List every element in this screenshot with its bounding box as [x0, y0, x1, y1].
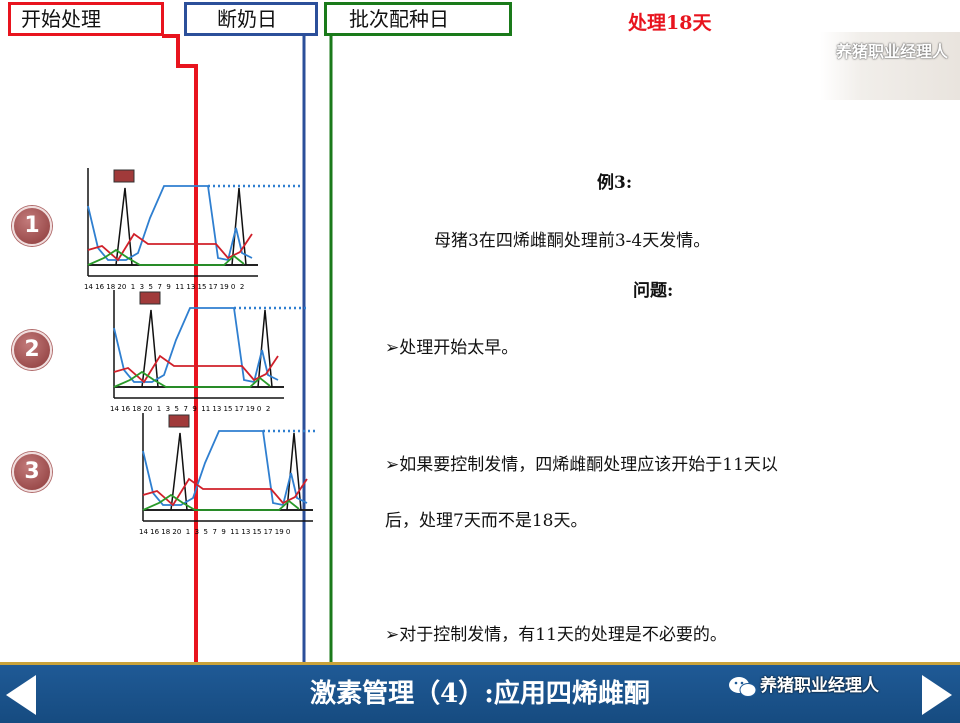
sow-1-estrus-peak-2	[231, 187, 247, 266]
sow-1-red-curve	[87, 232, 253, 262]
sow-2-axis-labels: 14 16 18 20 1 3 5 7 9 11 13 15 17 19 0 2	[110, 405, 271, 413]
sow-3-treatment-marker-icon	[168, 414, 190, 428]
footer-watermark: 养猪职业经理人	[760, 676, 879, 696]
weaning-day-label: 断奶日	[217, 7, 277, 31]
point-1: ➢处理开始太早。	[385, 338, 519, 358]
sow-1-progesterone-curve	[87, 185, 253, 262]
breeding-day-box: 批次配种日	[324, 2, 512, 36]
sow-3-progesterone-curve	[142, 430, 308, 507]
sow-2-estrus-peak-2	[257, 309, 273, 388]
example-title: 例3:	[597, 173, 633, 193]
slide-title: 激素管理（4）:应用四烯雌酮	[310, 679, 650, 709]
sow-1-estrus-peak-1	[115, 187, 133, 266]
bullet-arrow-icon: ➢	[385, 455, 400, 475]
start-treatment-box: 开始处理	[8, 2, 164, 36]
weaning-day-box: 断奶日	[184, 2, 318, 36]
sow-2-estrus-peak-1	[141, 309, 159, 388]
point-2-continued: 后，处理7天而不是18天。	[385, 511, 588, 531]
treatment-duration-label: 处理18天	[628, 12, 712, 34]
sow-2-red-curve	[113, 354, 279, 384]
previous-slide-icon[interactable]	[6, 675, 36, 715]
sow-1-axis-labels: 14 16 18 20 1 3 5 7 9 11 13 15 17 19 0 2	[84, 283, 245, 291]
sow-1-badge: 1	[12, 206, 52, 246]
treatment-start-line	[162, 34, 198, 664]
sow-1-treatment-marker-icon	[113, 169, 135, 183]
sow-1-green-curve	[87, 248, 245, 266]
breeding-day-label: 批次配种日	[349, 7, 449, 31]
sow-3-estrus-peak-2	[286, 432, 302, 511]
sow-3-estrus-peak-1	[170, 432, 188, 511]
point-2: ➢如果要控制发情，四烯雌酮处理应该开始于11天以	[385, 455, 778, 475]
watermark-top: 养猪职业经理人	[820, 32, 960, 100]
footer-bar: 激素管理（4）:应用四烯雌酮 养猪职业经理人	[0, 662, 960, 723]
sow-3-badge: 3	[12, 452, 52, 492]
sow-2-badge: 2	[12, 330, 52, 370]
bullet-arrow-icon: ➢	[385, 625, 400, 645]
question-heading: 问题:	[633, 281, 674, 301]
start-treatment-label: 开始处理	[21, 7, 101, 31]
sow-3-green-curve	[142, 493, 300, 511]
point-3: ➢对于控制发情，有11天的处理是不必要的。	[385, 625, 727, 645]
sow-2-progesterone-curve	[113, 307, 279, 384]
example-description: 母猪3在四烯雌酮处理前3-4天发情。	[434, 231, 711, 251]
sow-3-red-curve	[142, 477, 308, 507]
sow-3-axis-labels: 14 16 18 20 1 3 5 7 9 11 13 15 17 19 0	[139, 528, 291, 536]
next-slide-icon[interactable]	[922, 675, 952, 715]
bullet-arrow-icon: ➢	[385, 338, 400, 358]
wechat-icon	[729, 677, 757, 697]
sow-2-treatment-marker-icon	[139, 291, 161, 305]
sow-2-green-curve	[113, 370, 271, 388]
